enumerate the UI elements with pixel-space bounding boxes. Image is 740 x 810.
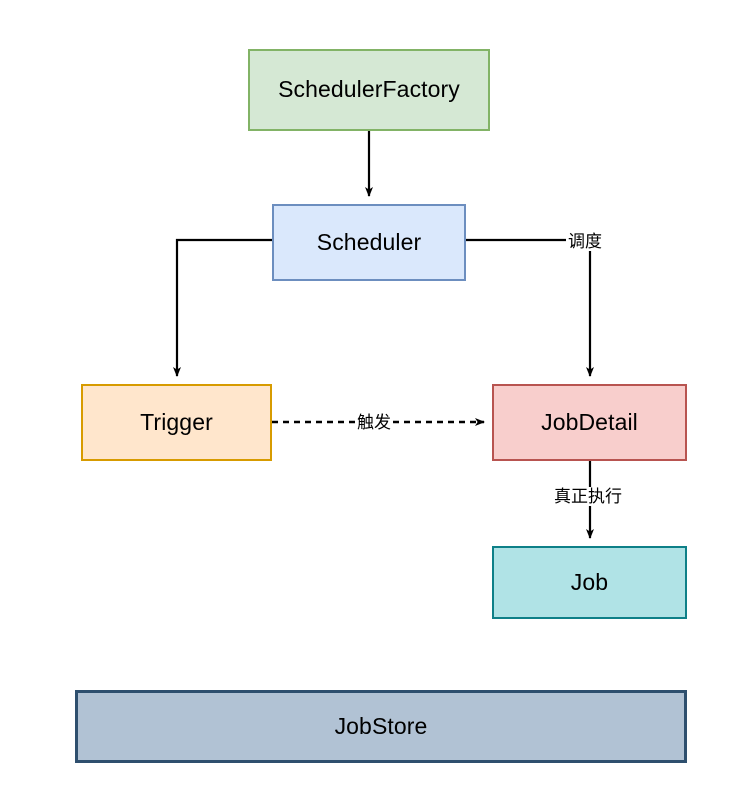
node-scheduler-factory-label: SchedulerFactory	[278, 76, 460, 103]
node-job-store-label: JobStore	[334, 712, 428, 739]
node-job-label: Job	[570, 568, 609, 595]
edge-label-dispatch: 调度	[566, 232, 604, 251]
node-scheduler-label: Scheduler	[316, 228, 422, 255]
node-job[interactable]: Job	[492, 546, 687, 619]
node-scheduler[interactable]: Scheduler	[272, 204, 466, 281]
edge-scheduler-to-trigger	[173, 238, 272, 377]
node-job-detail-label: JobDetail	[541, 408, 638, 435]
node-trigger[interactable]: Trigger	[81, 384, 272, 461]
edge-label-execute: 真正执行	[552, 487, 624, 506]
node-scheduler-factory[interactable]: SchedulerFactory	[248, 49, 490, 131]
edge-scheduler-to-jobdetail	[466, 238, 594, 377]
node-trigger-label: Trigger	[140, 408, 213, 435]
node-job-store[interactable]: JobStore	[75, 690, 687, 763]
edge-label-fire: 触发	[355, 413, 393, 432]
node-job-detail[interactable]: JobDetail	[492, 384, 687, 461]
